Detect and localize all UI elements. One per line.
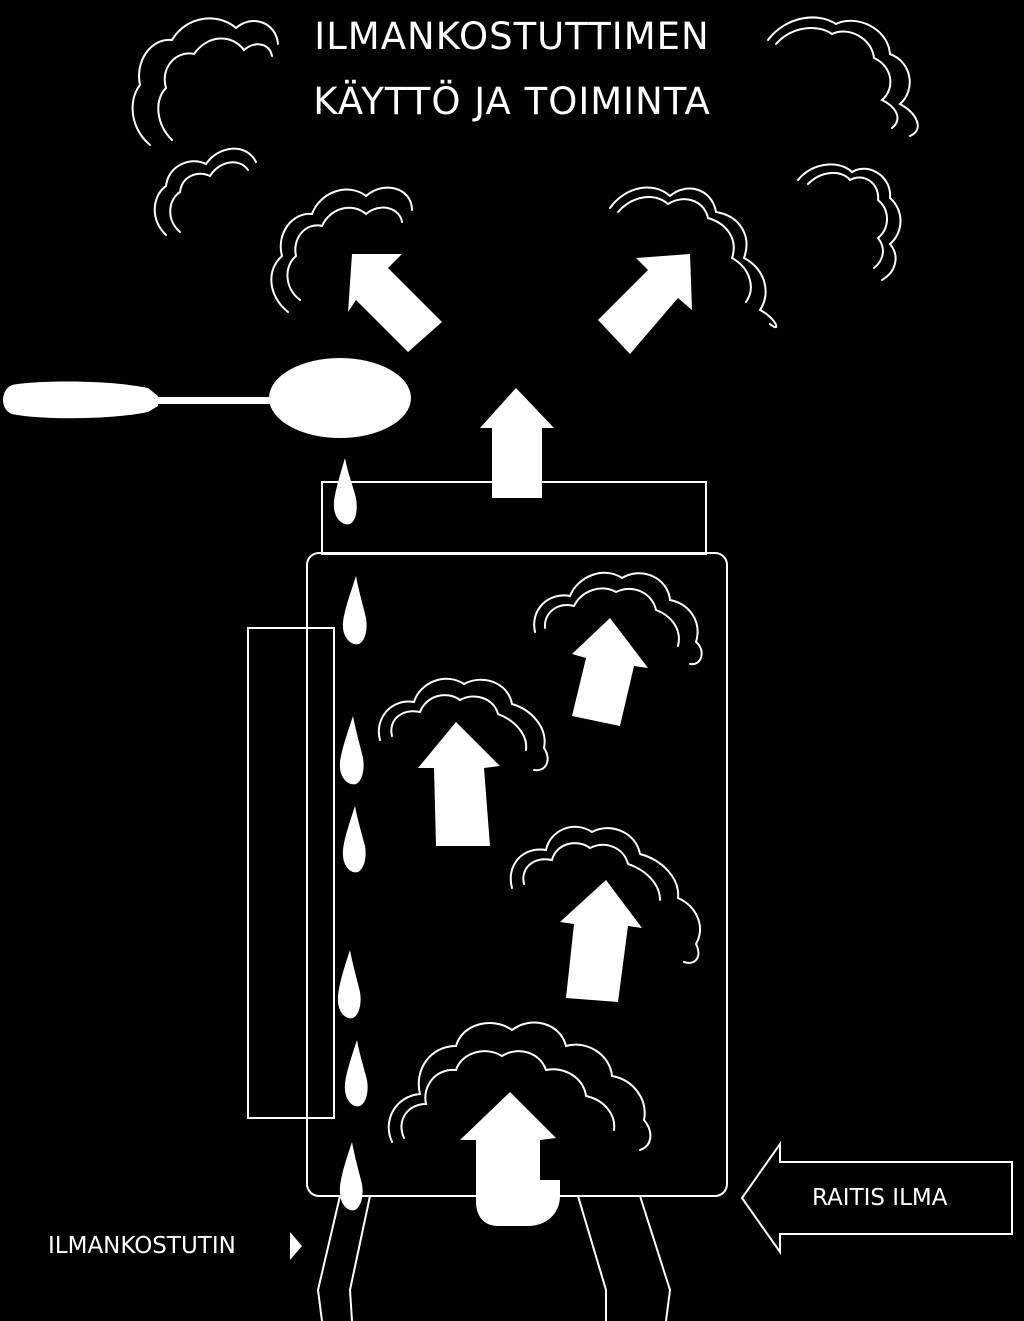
water-drop-icon (344, 1040, 368, 1107)
stove-legs (316, 1195, 672, 1321)
fresh-air-label: RAITIS ILMA (812, 1185, 948, 1211)
steam-cloud-icon (509, 825, 701, 964)
steam-cloud-icon (609, 186, 778, 329)
arrow-icon (348, 254, 442, 352)
arrow-icon (480, 388, 554, 498)
airflow-arrows (348, 254, 692, 1226)
steam-cloud-icon (387, 1021, 652, 1151)
steam-clouds (131, 16, 919, 1151)
steam-cloud-icon (533, 571, 703, 666)
triangle-pointer-icon (290, 1232, 302, 1260)
water-drop-icon (342, 806, 366, 873)
steam-cloud-icon (131, 17, 279, 146)
steam-cloud-icon (153, 147, 257, 236)
spoon-icon (3, 358, 411, 438)
arrow-icon (560, 880, 642, 1002)
title-line-2: KÄYTTÖ JA TOIMINTA (313, 80, 711, 123)
arrow-icon (572, 618, 648, 726)
arrow-icon (418, 722, 500, 846)
arrow-icon (460, 1092, 560, 1226)
water-drop-icon (339, 1142, 363, 1211)
arrow-icon (598, 254, 692, 354)
water-drop-icon (337, 950, 361, 1019)
steam-cloud-icon (377, 677, 549, 772)
fresh-air-arrow-icon (740, 1140, 1013, 1256)
water-drop-icon (342, 576, 367, 645)
humidifier-tank (247, 627, 335, 1119)
steam-cloud-icon (767, 16, 919, 137)
title-line-1: ILMANKOSTUTTIMEN (314, 15, 710, 58)
water-drops (333, 458, 368, 1211)
steam-cloud-icon (270, 186, 413, 313)
steam-cloud-icon (797, 163, 902, 281)
water-drop-icon (333, 458, 357, 525)
water-drop-icon (339, 716, 364, 785)
humidifier-label: ILMANKOSTUTIN (48, 1233, 236, 1259)
